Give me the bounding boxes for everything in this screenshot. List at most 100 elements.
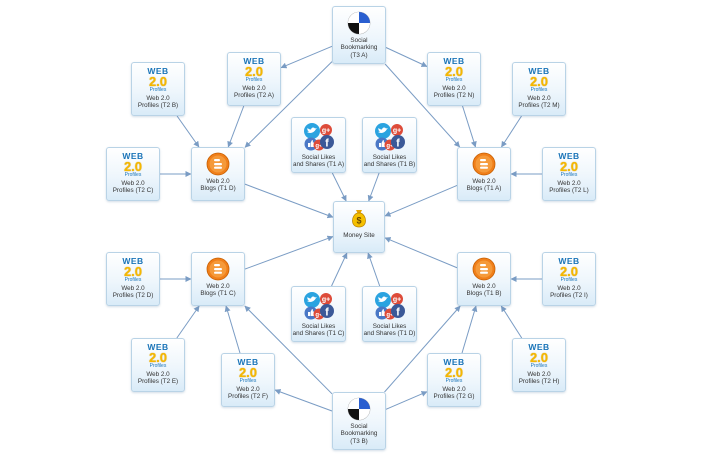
- node-label: Web 2.0 Profiles (T2 A): [234, 84, 274, 99]
- web20-profiles-text: Profiles: [149, 362, 167, 369]
- svg-text:g+: g+: [392, 297, 400, 304]
- profile-node-t2-l[interactable]: WEB 2.0 Profiles Web 2.0 Profiles (T2 L): [542, 147, 596, 201]
- web20-icon: WEB 2.0 Profiles: [147, 343, 168, 369]
- node-label: Web 2.0 Blogs (T1 C): [200, 283, 236, 298]
- node-label: Web 2.0 Profiles (T2 F): [228, 385, 268, 400]
- edge-sb-to-money: [367, 172, 380, 202]
- google-plus-icon: [319, 124, 332, 136]
- web20-profiles-text: Profiles: [124, 276, 142, 283]
- web20-icon: WEB 2.0 Profiles: [122, 257, 143, 283]
- edge-t3b-to-t2f: [274, 389, 333, 412]
- google-plus-icon: [390, 124, 403, 136]
- web20-web-text: WEB: [122, 256, 144, 266]
- bookmark-disc-icon: [347, 397, 371, 421]
- node-label: Web 2.0 Profiles (T2 I): [550, 284, 588, 299]
- web20-icon: WEB 2.0 Profiles: [528, 343, 549, 369]
- social-likes-node-t1-d[interactable]: g+ g+ f Social Likes and Shares (T1 D): [362, 286, 417, 342]
- node-label: Social Likes and Shares (T1 D): [363, 323, 416, 338]
- web20-profiles-text: Profiles: [149, 86, 167, 93]
- bookmark-disc-icon: [347, 11, 371, 35]
- money-bag-icon: $: [352, 210, 366, 228]
- social-likes-node-t1-c[interactable]: g+ g+ f Social Likes and Shares (T1 C): [291, 286, 346, 342]
- web20-web-text: WEB: [528, 342, 550, 352]
- edge-t2n-to-t1a: [462, 105, 477, 148]
- facebook-icon: [319, 135, 334, 149]
- web20-icon: WEB 2.0 Profiles: [443, 57, 464, 83]
- bookmarking-node-t3-b[interactable]: Social Bookmarking (T3 B): [332, 392, 386, 450]
- edge-t1d-to-money: [244, 183, 334, 219]
- web20-num-text: 2.0: [559, 263, 579, 279]
- edge-t2g-to-t1b: [461, 305, 478, 354]
- facebook-icon: [390, 135, 405, 149]
- web20-icon: WEB 2.0 Profiles: [147, 67, 168, 93]
- profile-node-t2-m[interactable]: WEB 2.0 Profiles Web 2.0 Profiles (T2 M): [512, 62, 566, 116]
- web20-num-text: 2.0: [529, 349, 549, 365]
- web20-num-text: 2.0: [444, 364, 464, 380]
- social-icons-cluster: g+ g+ f: [303, 292, 334, 320]
- web20-profiles-text: Profiles: [530, 86, 548, 93]
- web20-web-text: WEB: [122, 151, 144, 161]
- facebook-icon: [390, 304, 405, 318]
- edge-t3b-to-t1c: [244, 305, 333, 395]
- web20-profiles-text: Profiles: [445, 76, 463, 83]
- web20-icon: WEB 2.0 Profiles: [558, 152, 579, 178]
- node-label: Web 2.0 Profiles (T2 B): [137, 94, 179, 109]
- edge-t1b-to-money: [384, 237, 458, 269]
- profile-node-t2-d[interactable]: WEB 2.0 Profiles Web 2.0 Profiles (T2 D): [106, 252, 160, 306]
- bookmarking-node-t3-a[interactable]: Social Bookmarking (T3 A): [332, 6, 386, 64]
- node-label: Social Bookmarking (T3 A): [340, 37, 378, 59]
- web20-num-text: 2.0: [444, 63, 464, 79]
- facebook-icon: [319, 304, 334, 318]
- web20-icon: WEB 2.0 Profiles: [243, 57, 264, 83]
- svg-text:$: $: [356, 216, 361, 226]
- web20-web-text: WEB: [147, 342, 169, 352]
- blog-node-t1-b[interactable]: Web 2.0 Blogs (T1 B): [457, 252, 511, 306]
- web20-profiles-text: Profiles: [530, 362, 548, 369]
- edge-t1a-to-money: [384, 184, 458, 217]
- svg-text:f: f: [325, 138, 329, 150]
- web20-num-text: 2.0: [529, 73, 549, 89]
- blog-node-t1-c[interactable]: Web 2.0 Blogs (T1 C): [191, 252, 245, 306]
- blog-node-t1-a[interactable]: Web 2.0 Blogs (T1 A): [457, 147, 511, 201]
- edge-t2h-to-t1b: [500, 305, 523, 339]
- node-label: Web 2.0 Blogs (T1 A): [466, 178, 502, 193]
- social-icons-cluster: g+ g+ f: [374, 292, 405, 320]
- blogger-icon: [206, 257, 230, 281]
- social-likes-node-t1-a[interactable]: g+ g+ f Social Likes and Shares (T1 A): [291, 117, 346, 173]
- profile-node-t2-a[interactable]: WEB 2.0 Profiles Web 2.0 Profiles (T2 A): [227, 52, 281, 106]
- profile-node-t2-i[interactable]: WEB 2.0 Profiles Web 2.0 Profiles (T2 I): [542, 252, 596, 306]
- profile-node-t2-g[interactable]: WEB 2.0 Profiles Web 2.0 Profiles (T2 G): [427, 353, 481, 407]
- blogger-icon: [472, 257, 496, 281]
- node-label: Web 2.0 Profiles (T2 C): [112, 179, 154, 194]
- money-site-node[interactable]: $ Money Site: [333, 201, 385, 253]
- profile-node-t2-f[interactable]: WEB 2.0 Profiles Web 2.0 Profiles (T2 F): [221, 353, 275, 407]
- svg-text:g+: g+: [392, 128, 400, 135]
- web20-num-text: 2.0: [123, 263, 143, 279]
- web20-num-text: 2.0: [148, 73, 168, 89]
- web20-icon: WEB 2.0 Profiles: [528, 67, 549, 93]
- node-label: Web 2.0 Profiles (T2 M): [518, 94, 560, 109]
- web20-profiles-text: Profiles: [560, 171, 578, 178]
- blog-node-t1-d[interactable]: Web 2.0 Blogs (T1 D): [191, 147, 245, 201]
- edge-t3b-to-t2g: [385, 391, 428, 410]
- web20-web-text: WEB: [558, 256, 580, 266]
- node-label: Social Likes and Shares (T1 C): [292, 323, 345, 338]
- node-label: Web 2.0 Profiles (T2 H): [518, 370, 560, 385]
- google-plus-icon: [319, 293, 332, 305]
- web20-profiles-text: Profiles: [245, 76, 263, 83]
- edge-t2a-to-t1d: [227, 105, 245, 148]
- web20-web-text: WEB: [558, 151, 580, 161]
- profile-node-t2-n[interactable]: WEB 2.0 Profiles Web 2.0 Profiles (T2 N): [427, 52, 481, 106]
- profile-node-t2-c[interactable]: WEB 2.0 Profiles Web 2.0 Profiles (T2 C): [106, 147, 160, 201]
- svg-text:f: f: [396, 307, 400, 319]
- profile-node-t2-e[interactable]: WEB 2.0 Profiles Web 2.0 Profiles (T2 E): [131, 338, 185, 392]
- profile-node-t2-b[interactable]: WEB 2.0 Profiles Web 2.0 Profiles (T2 B): [131, 62, 185, 116]
- social-likes-node-t1-b[interactable]: g+ g+ f Social Likes and Shares (T1 B): [362, 117, 417, 173]
- edge-sc-to-money: [331, 252, 348, 287]
- profile-node-t2-h[interactable]: WEB 2.0 Profiles Web 2.0 Profiles (T2 H): [512, 338, 566, 392]
- web20-web-text: WEB: [243, 56, 265, 66]
- web20-icon: WEB 2.0 Profiles: [558, 257, 579, 283]
- node-label: Web 2.0 Profiles (T2 L): [549, 179, 589, 194]
- blogger-icon: [472, 152, 496, 176]
